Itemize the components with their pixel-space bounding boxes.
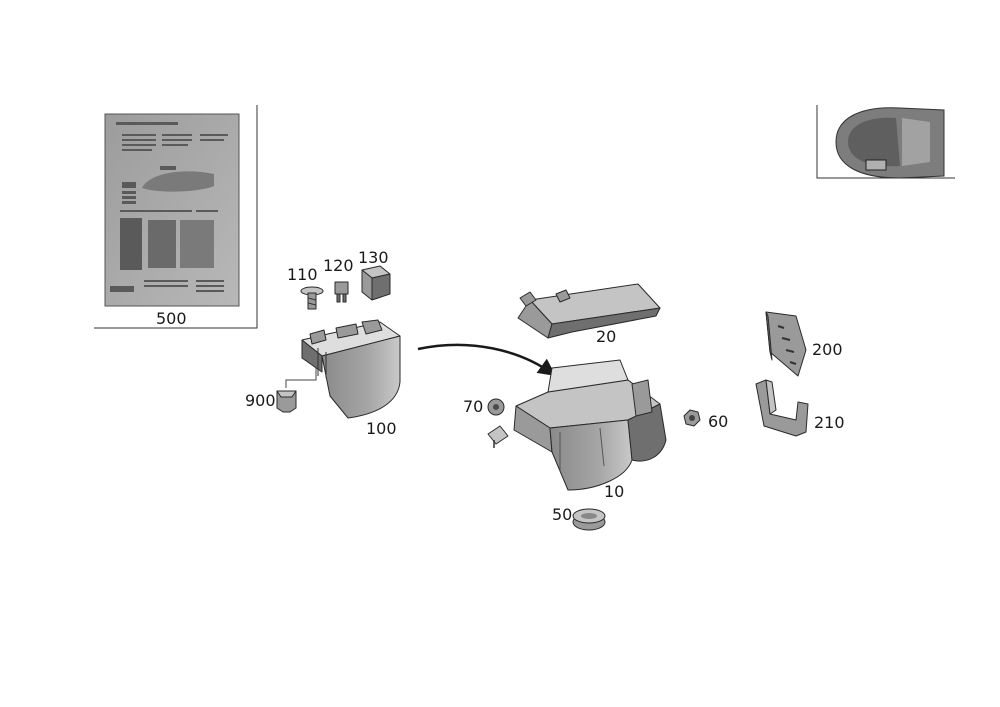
connector-900: 900 [245, 368, 317, 413]
bracket-200: 200 [765, 311, 843, 377]
label-110: 110 [287, 265, 318, 284]
clip-210: 210 [755, 379, 845, 437]
label-210: 210 [814, 413, 845, 432]
label-120: 120 [323, 256, 354, 275]
label-130: 130 [358, 248, 389, 267]
label-60: 60 [708, 412, 728, 431]
assembly-arrow [417, 343, 556, 377]
label-50: 50 [552, 505, 572, 524]
manual-sheet-content [110, 122, 228, 292]
nut-60: 60 [683, 409, 728, 431]
document-frame [94, 105, 258, 329]
label-20: 20 [596, 327, 616, 346]
fuse-relay-box-100: 100 [301, 319, 401, 438]
manual-document-500: 500 [94, 105, 258, 329]
fuse-120: 120 [323, 256, 354, 303]
grommet-70: 70 [463, 397, 505, 416]
screw-110: 110 [287, 265, 324, 310]
cap-50: 50 [552, 505, 606, 531]
housing-10: 10 [487, 359, 667, 501]
label-10: 10 [604, 482, 624, 501]
label-200: 200 [812, 340, 843, 359]
label-70: 70 [463, 397, 483, 416]
location-marker [865, 159, 887, 171]
relay-130: 130 [358, 248, 391, 301]
label-900: 900 [245, 391, 276, 410]
label-100: 100 [366, 419, 397, 438]
label-500: 500 [156, 309, 187, 328]
vehicle-location-thumbnail [816, 105, 955, 179]
cover-20: 20 [517, 283, 661, 346]
